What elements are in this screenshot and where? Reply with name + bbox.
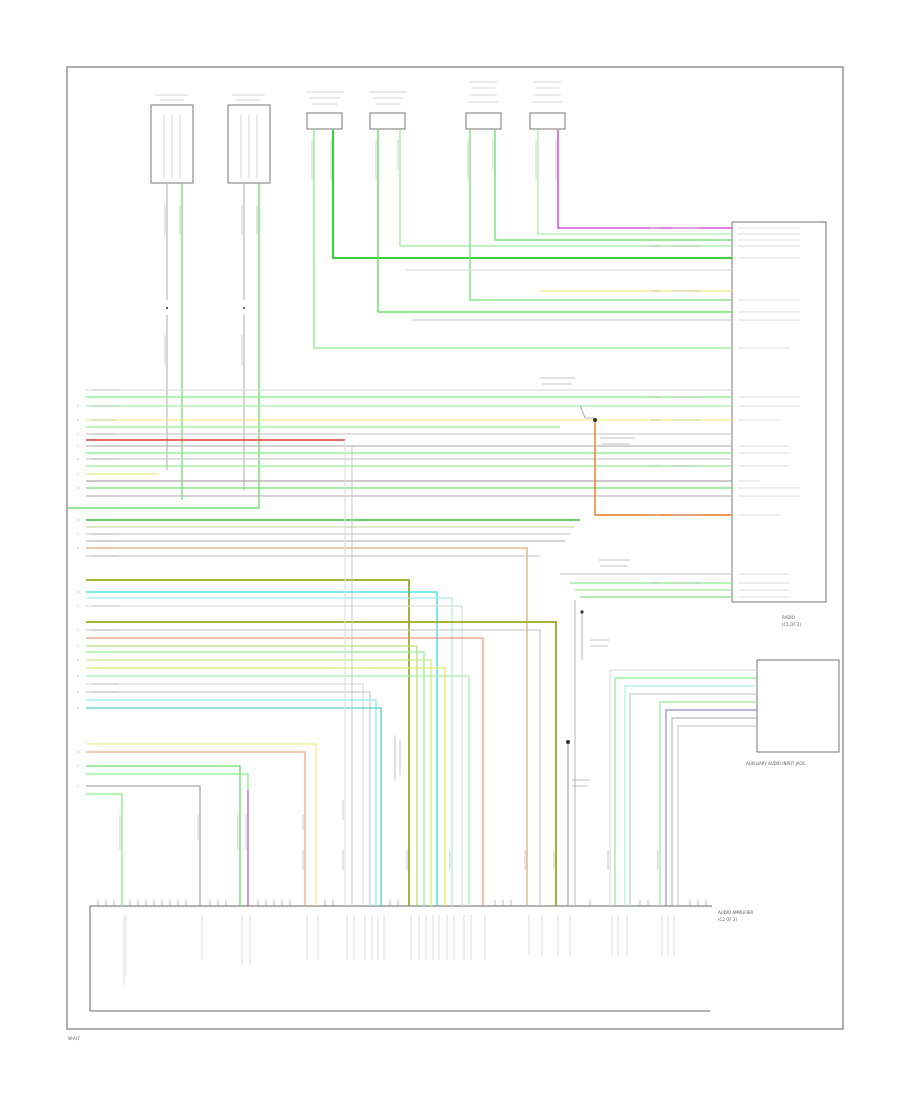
- wire-green: [313, 130, 732, 349]
- component-box-2: [227, 104, 271, 184]
- speaker-wires: [313, 130, 732, 349]
- radio-wire-codes: [650, 227, 700, 584]
- radio-bus-wires: [86, 389, 732, 906]
- wire-lightgreen: [537, 130, 732, 235]
- component-box-1: [150, 104, 194, 184]
- radio-connector-label: RADIO: [782, 615, 795, 620]
- left-pin-numbers: [77, 405, 79, 787]
- speaker-connector-4: [529, 112, 566, 130]
- component-text-marks: [155, 81, 563, 178]
- wire-green: [377, 130, 732, 313]
- auxiliary-wires: [609, 669, 757, 906]
- diagram-frame: [66, 66, 844, 1030]
- left-bus-codes: [92, 389, 120, 787]
- amplifier-sublabel: (C2 OF 2): [718, 917, 737, 922]
- auxiliary-jack-box: [756, 659, 840, 753]
- amplifier-pins: [97, 900, 707, 906]
- auxiliary-jack-label: AUXILIARY AUDIO INPUT JACK: [746, 761, 805, 766]
- speaker-connector-1: [306, 112, 343, 130]
- component-drops: [68, 183, 260, 509]
- wire-green: [332, 130, 732, 259]
- speaker-connector-2: [369, 112, 406, 130]
- amplifier-label: AUDIO AMPLIFIER: [718, 910, 753, 915]
- speaker-connector-3: [465, 112, 502, 130]
- radio-connector-box: [731, 221, 827, 603]
- amplifier-pin-labels: [123, 915, 675, 985]
- radio-pin-labels: [738, 227, 800, 598]
- splice-points: [166, 307, 597, 744]
- wire-code-marks: [119, 140, 659, 870]
- wire-green: [469, 130, 732, 301]
- page-reference: W-A/7: [68, 1036, 80, 1041]
- wire-magenta: [557, 130, 732, 229]
- wire-green: [494, 130, 732, 241]
- radio-connector-sublabel: (C1 OF 2): [782, 622, 801, 627]
- vertical-drops: [247, 440, 583, 906]
- wire-lightgreen: [399, 130, 732, 247]
- top-components: [150, 104, 566, 184]
- splice-callouts: [394, 377, 635, 787]
- amplifier-bus-wires: [86, 579, 557, 906]
- wire-gray: [579, 404, 595, 419]
